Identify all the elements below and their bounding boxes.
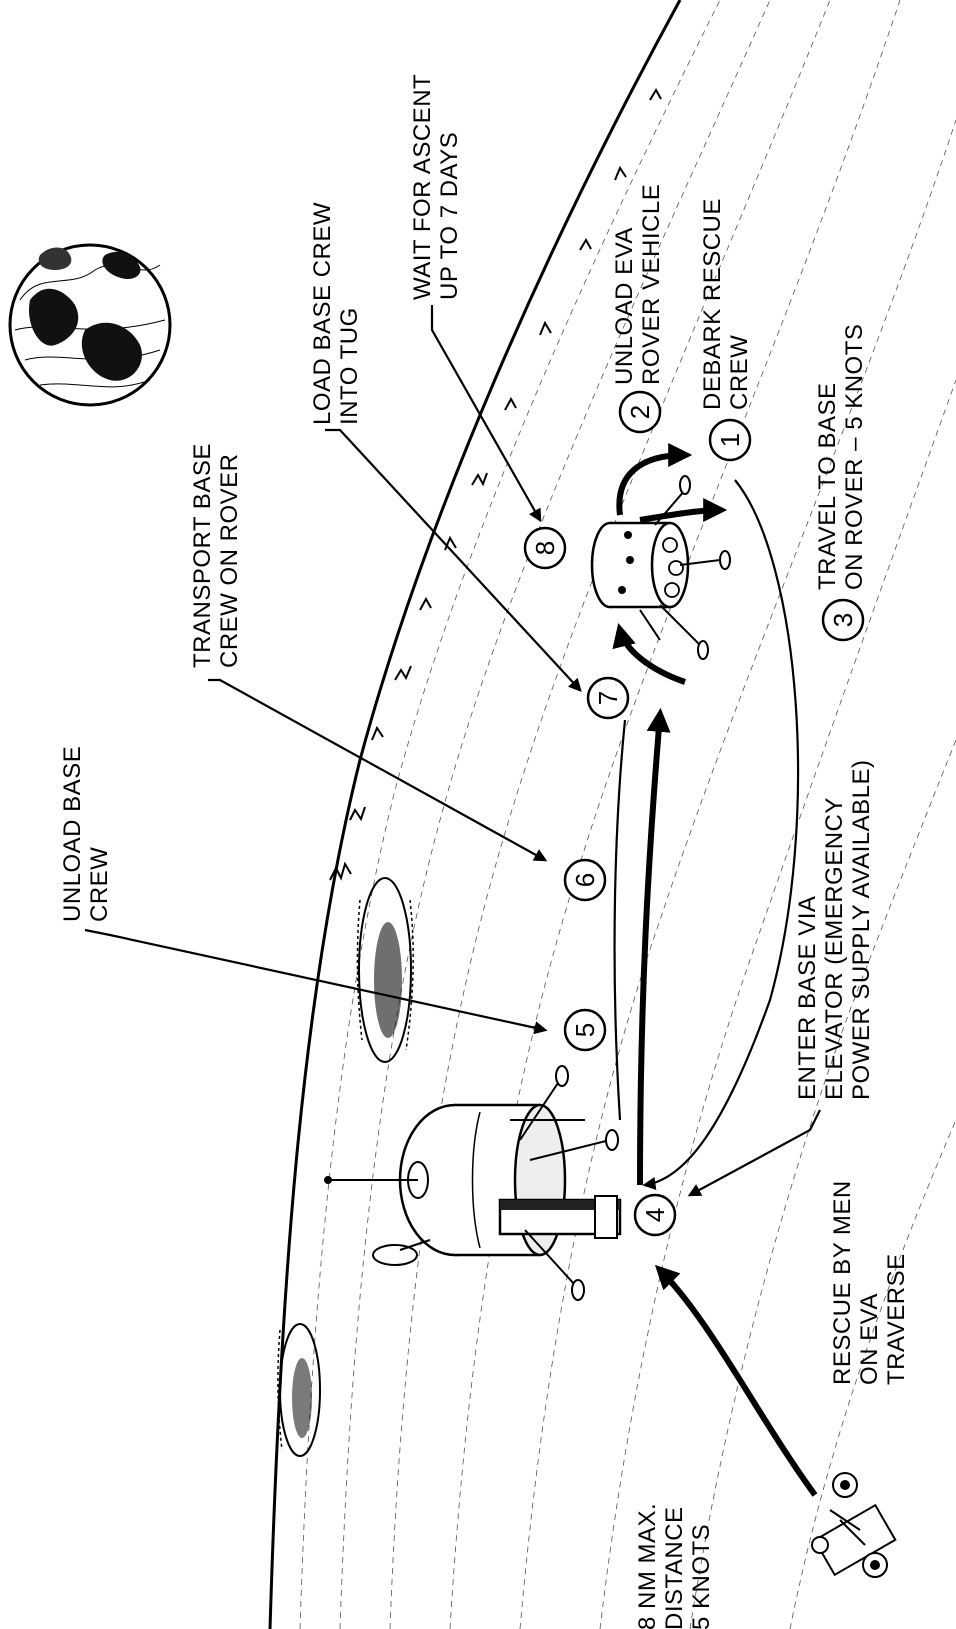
svg-text:DISTANCE: DISTANCE — [661, 1506, 688, 1629]
label-step-8: WAIT FOR ASCENT UP TO 7 DAYS — [409, 74, 463, 300]
svg-text:8 NM MAX.: 8 NM MAX. — [634, 1503, 661, 1629]
svg-text:CREW: CREW — [726, 335, 753, 410]
step-labels: WAIT FOR ASCENT UP TO 7 DAYS UNLOAD EVA … — [59, 74, 910, 1629]
crater-large — [356, 877, 414, 1063]
crew-transport-arrow — [613, 719, 627, 1121]
step-number: 1 — [715, 433, 745, 447]
step-marker-2: 2 — [618, 390, 662, 434]
svg-text:WAIT FOR ASCENT: WAIT FOR ASCENT — [409, 74, 436, 300]
label-step-1: DEBARK RESCUE CREW — [699, 198, 753, 410]
label-step-7: LOAD BASE CREW INTO TUG — [309, 202, 363, 425]
rescue-tug-icon — [590, 475, 731, 660]
step-number: 6 — [570, 873, 600, 887]
leader-lines — [84, 305, 821, 1197]
step-number: 4 — [640, 1208, 670, 1222]
step-marker-5: 5 — [563, 1008, 607, 1052]
load-tug-arrow — [612, 623, 686, 685]
svg-text:UNLOAD EVA: UNLOAD EVA — [611, 227, 638, 385]
step-number: 8 — [530, 541, 560, 555]
svg-text:TRAVERSE: TRAVERSE — [883, 1253, 910, 1385]
lunar-base-icon — [324, 1065, 622, 1301]
earth-icon — [8, 243, 172, 407]
unload-rover-arrow — [616, 443, 693, 516]
svg-text:INTO TUG: INTO TUG — [336, 307, 363, 425]
step-marker-4: 4 — [633, 1193, 677, 1237]
step-marker-8: 8 — [523, 526, 567, 570]
svg-text:LOAD BASE CREW: LOAD BASE CREW — [309, 202, 336, 425]
svg-text:RESCUE BY MEN: RESCUE BY MEN — [829, 1180, 856, 1385]
svg-text:ON ROVER – 5 KNOTS: ON ROVER – 5 KNOTS — [841, 324, 868, 590]
svg-text:ROVER VEHICLE: ROVER VEHICLE — [638, 184, 665, 385]
crater-small — [277, 1323, 321, 1457]
svg-text:5 KNOTS: 5 KNOTS — [688, 1524, 715, 1629]
step-number: 2 — [625, 405, 655, 419]
label-step-5: UNLOAD BASE CREW — [59, 746, 113, 922]
svg-text:UP TO 7 DAYS: UP TO 7 DAYS — [436, 132, 463, 300]
debark-crew-arrow — [639, 498, 728, 523]
label-step-3: TRAVEL TO BASE ON ROVER – 5 KNOTS — [814, 324, 868, 590]
label-distance: 8 NM MAX. DISTANCE 5 KNOTS — [634, 1503, 715, 1629]
rescue-traverse-arrow — [654, 1264, 818, 1497]
svg-text:POWER SUPPLY AVAILABLE): POWER SUPPLY AVAILABLE) — [848, 759, 875, 1100]
label-step-4: ENTER BASE VIA ELEVATOR (EMERGENCY POWER… — [794, 759, 875, 1100]
step-number: 5 — [570, 1023, 600, 1037]
travel-route-arrow — [642, 479, 800, 1191]
return-route-arrow — [637, 707, 671, 1186]
route-arrows — [612, 443, 818, 1497]
svg-text:ON EVA: ON EVA — [856, 1293, 883, 1385]
svg-text:DEBARK RESCUE: DEBARK RESCUE — [699, 198, 726, 410]
label-step-2: UNLOAD EVA ROVER VEHICLE — [611, 184, 665, 385]
svg-text:ELEVATOR (EMERGENCY: ELEVATOR (EMERGENCY — [821, 797, 848, 1100]
svg-text:CREW ON ROVER: CREW ON ROVER — [216, 453, 243, 668]
svg-text:UNLOAD BASE: UNLOAD BASE — [59, 746, 86, 922]
step-number: 7 — [593, 691, 623, 705]
step-marker-7: 7 — [586, 676, 630, 720]
step-markers: 1 2 3 4 5 6 7 8 — [523, 390, 865, 1237]
step-marker-3: 3 — [821, 598, 865, 642]
svg-text:TRANSPORT BASE: TRANSPORT BASE — [189, 443, 216, 668]
svg-text:CREW: CREW — [86, 847, 113, 922]
step-marker-1: 1 — [708, 418, 752, 462]
svg-text:TRAVEL TO BASE: TRAVEL TO BASE — [814, 382, 841, 590]
eva-rover-icon — [811, 1472, 897, 1578]
step-marker-6: 6 — [563, 858, 607, 902]
svg-text:ENTER BASE VIA: ENTER BASE VIA — [794, 896, 821, 1100]
step-number: 3 — [828, 613, 858, 627]
label-rescue-eva: RESCUE BY MEN ON EVA TRAVERSE — [829, 1180, 910, 1385]
label-step-6: TRANSPORT BASE CREW ON ROVER — [189, 443, 243, 668]
